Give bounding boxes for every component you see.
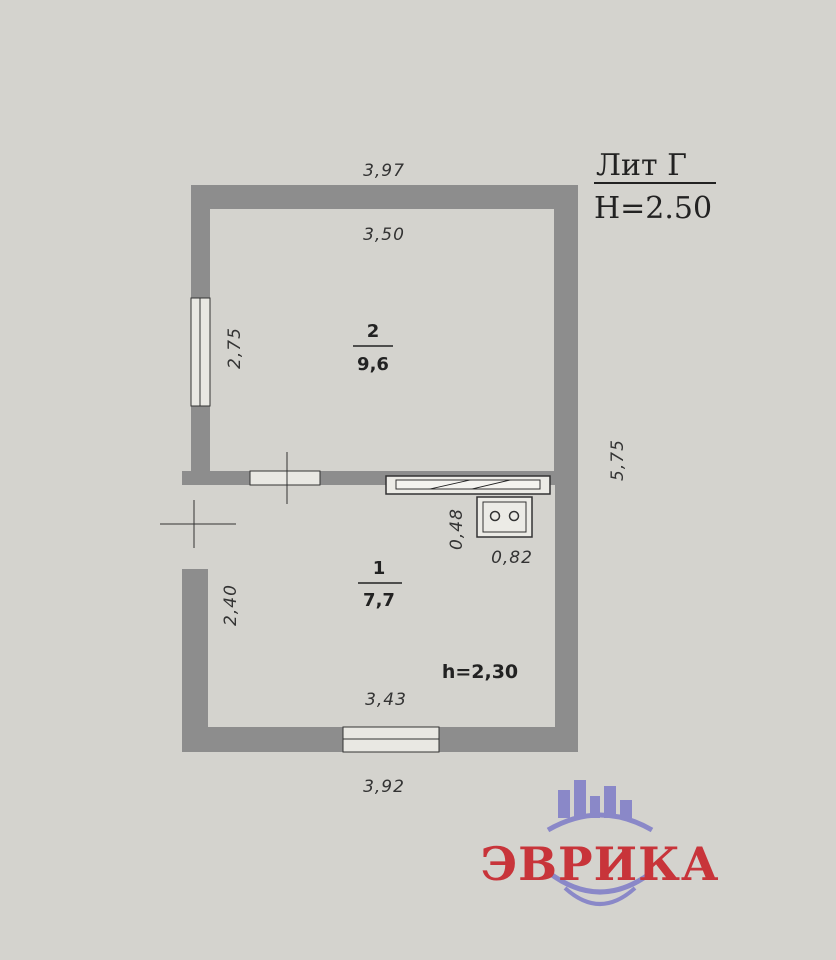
dim-top-outer: 3,97 (363, 161, 405, 181)
room-1-label: 1 7,7 (358, 558, 402, 611)
header-title: Лит Г (596, 148, 687, 183)
brand-name: ЭВРИКА (481, 837, 720, 891)
room-2-label: 2 9,6 (353, 321, 393, 375)
dim-stove-depth: 0,48 (447, 508, 467, 550)
watermark-logo: ЭВРИКА (481, 780, 720, 906)
room-2-area: 9,6 (357, 354, 389, 375)
globe-icon (546, 780, 654, 906)
dim-stove-width: 0,82 (491, 548, 533, 568)
dim-right-outer: 5,75 (608, 439, 628, 481)
room-1-area: 7,7 (363, 590, 395, 611)
stove-icon (476, 496, 533, 538)
room-1-number: 1 (373, 558, 386, 579)
room-2-number: 2 (367, 321, 380, 342)
interior-door (249, 452, 321, 504)
dim-room2-left: 2,75 (225, 327, 245, 369)
walls (182, 185, 578, 752)
dim-bottom-outer: 3,92 (363, 777, 405, 797)
dim-room1-left: 2,40 (221, 584, 241, 626)
counter (385, 475, 551, 495)
window-bottom (342, 726, 440, 753)
dim-top-inner: 3,50 (363, 225, 405, 245)
left-doorway (182, 485, 208, 569)
dim-bottom-inner: 3,43 (365, 690, 407, 710)
window-left-upper (190, 297, 211, 407)
header-height: H=2.50 (594, 191, 712, 226)
room-1-height: h=2,30 (442, 661, 518, 683)
